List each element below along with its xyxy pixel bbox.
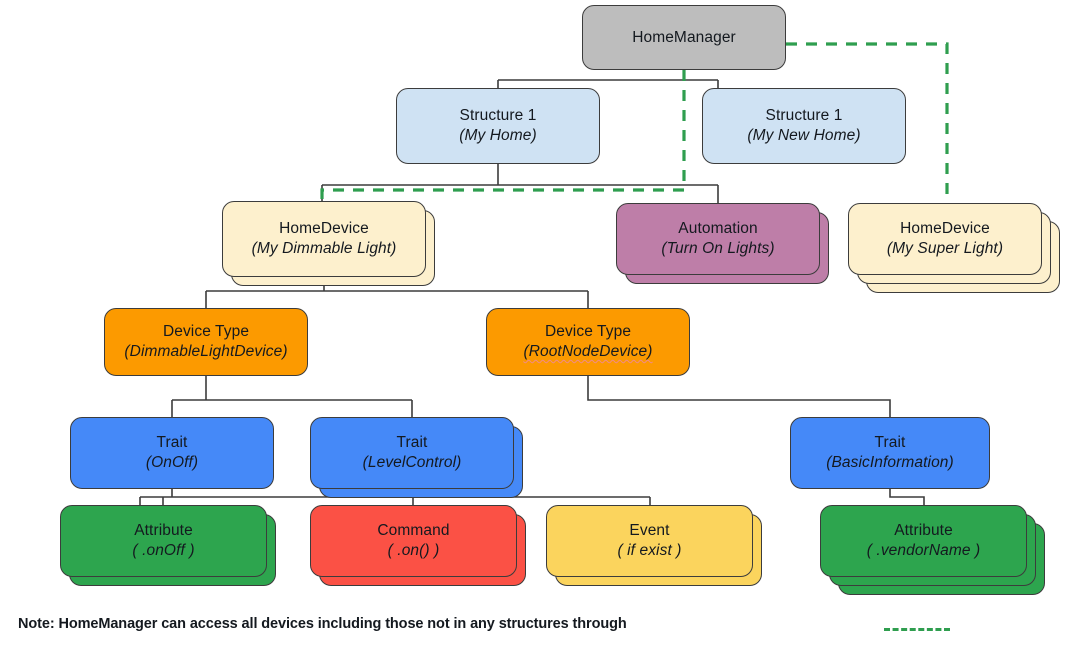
edge-homemanager-to-structures [497,70,719,88]
automation-turn-on-lights-subtitle: (Turn On Lights) [661,240,775,257]
home-manager-title: HomeManager [632,28,736,46]
structure-my-home[interactable]: Structure 1 (My Home) [396,88,600,164]
edge-devicetype1-to-traits [171,376,413,417]
attribute-vendor-name[interactable]: Attribute ( .vendorName ) [820,505,1027,577]
device-type-dimmable-light-device-title: Device Type [162,323,250,341]
trait-level-control-title: Trait [396,434,428,452]
trait-basic-information[interactable]: Trait (BasicInformation) [790,417,990,489]
command-on-subtitle: ( .on() ) [387,542,440,559]
attribute-vendor-name-subtitle: ( .vendorName ) [866,542,981,559]
device-type-root-node-device[interactable]: Device Type (RootNodeDevice) [486,308,690,376]
structure-my-new-home[interactable]: Structure 1 (My New Home) [702,88,906,164]
edge-devicetype2-to-trait3 [587,376,891,417]
event-if-exist[interactable]: Event ( if exist ) [546,505,753,577]
device-type-root-node-device-title: Device Type [544,323,632,341]
structure-my-new-home-subtitle: (My New Home) [747,127,861,144]
trait-basic-information-subtitle: (BasicInformation) [826,454,954,471]
structure-my-home-title: Structure 1 [459,107,537,125]
event-if-exist-title: Event [629,522,670,540]
trait-on-off-title: Trait [156,434,188,452]
automation-turn-on-lights[interactable]: Automation (Turn On Lights) [616,203,820,275]
home-device-super-light[interactable]: HomeDevice (My Super Light) [848,203,1042,275]
trait-on-off[interactable]: Trait (OnOff) [70,417,274,489]
edge-trait3-to-attribute [889,489,925,505]
home-device-super-light-subtitle: (My Super Light) [886,240,1004,257]
command-on-title: Command [377,522,450,540]
edge-structure1-to-children [321,164,719,203]
attribute-vendor-name-title: Attribute [894,522,953,540]
home-device-dimmable-light-title: HomeDevice [279,220,369,238]
trait-on-off-subtitle: (OnOff) [145,454,199,471]
home-device-dimmable-light-subtitle: (My Dimmable Light) [251,240,397,257]
structure-my-home-subtitle: (My Home) [459,127,537,144]
home-device-super-light-title: HomeDevice [900,220,990,238]
attribute-on-off[interactable]: Attribute ( .onOff ) [60,505,267,577]
device-type-dimmable-light-device-subtitle: (DimmableLightDevice) [124,343,288,360]
device-type-dimmable-light-device[interactable]: Device Type (DimmableLightDevice) [104,308,308,376]
home-device-dimmable-light[interactable]: HomeDevice (My Dimmable Light) [222,201,426,277]
dashed-line-legend-icon [884,628,950,631]
home-manager[interactable]: HomeManager [582,5,786,70]
event-if-exist-subtitle: ( if exist ) [617,542,682,559]
command-on[interactable]: Command ( .on() ) [310,505,517,577]
structure-my-new-home-title: Structure 1 [765,107,843,125]
trait-level-control-subtitle: (LevelControl) [362,454,462,471]
device-type-root-node-device-subtitle: (RootNodeDevice) [523,343,653,360]
attribute-on-off-subtitle: ( .onOff ) [132,542,195,559]
edge-trait1-to-attribute [139,489,173,505]
trait-basic-information-title: Trait [874,434,906,452]
attribute-on-off-title: Attribute [134,522,193,540]
diagram-note: Note: HomeManager can access all devices… [18,616,627,632]
automation-turn-on-lights-title: Automation [678,220,758,238]
trait-level-control[interactable]: Trait (LevelControl) [310,417,514,489]
